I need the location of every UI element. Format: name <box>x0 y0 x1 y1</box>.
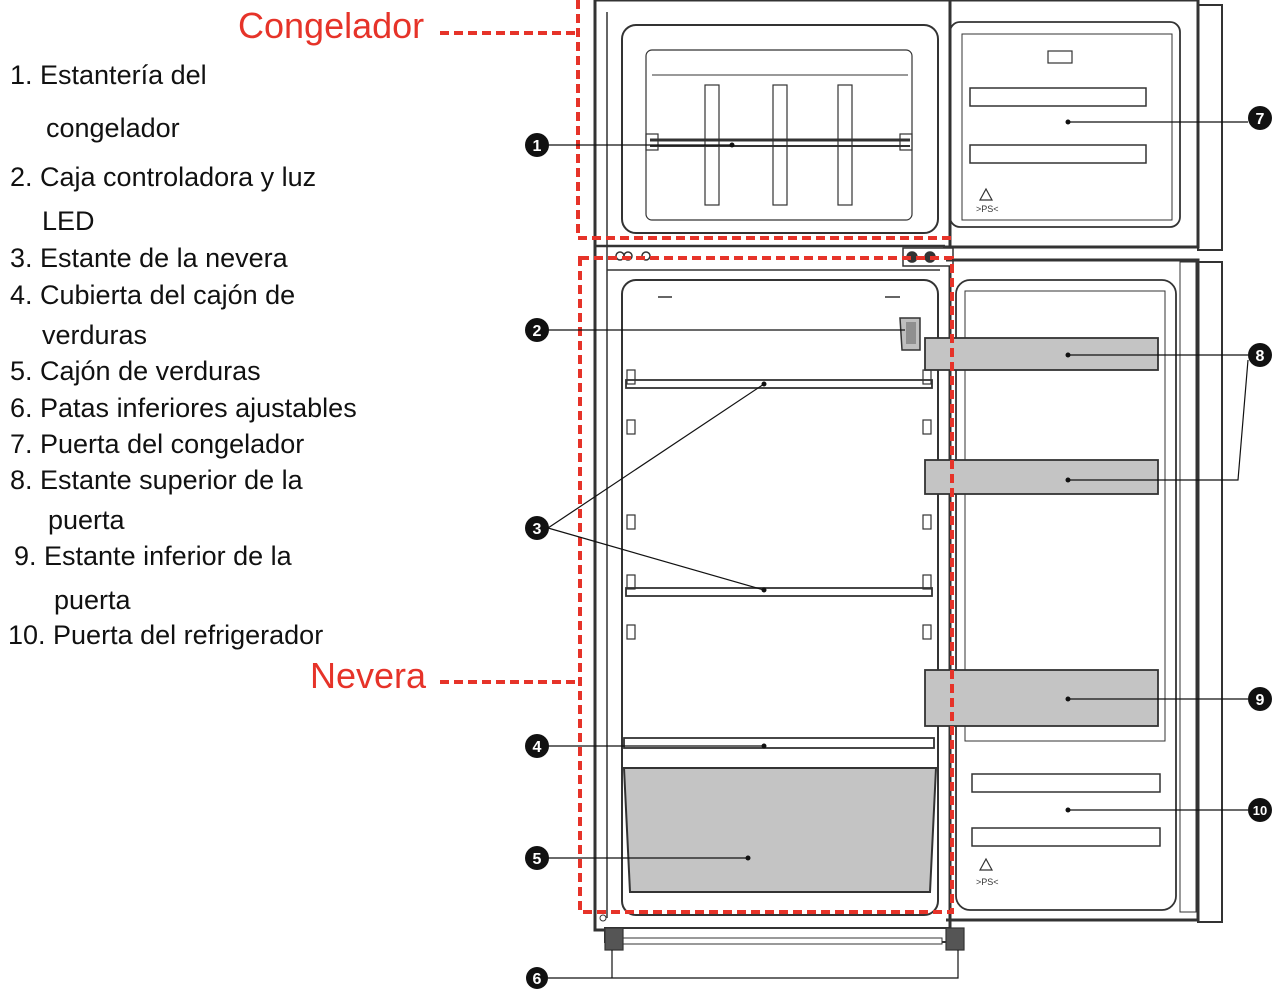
freezer-section-outline <box>576 0 952 240</box>
legend-item-5: 5. Cajón de verduras <box>10 356 261 386</box>
marker-10-label: 10 <box>1253 803 1267 818</box>
leader-3a <box>547 383 765 529</box>
marker-7-label: 7 <box>1256 111 1265 128</box>
fridge-section-title: Nevera <box>310 655 427 696</box>
freezer-compartment <box>621 24 939 234</box>
legend-item-8-line-1: 8. Estante superior de la <box>10 465 303 495</box>
adjustable-feet <box>604 927 965 951</box>
marker-3: 3 <box>525 516 549 540</box>
freezer-door-material-code: >PS< <box>976 204 999 214</box>
marker-7: 7 <box>1248 106 1272 130</box>
marker-4: 4 <box>525 734 549 758</box>
legend-item-9-line-2: puerta <box>54 585 131 615</box>
marker-6: 6 <box>526 967 548 989</box>
leader-6 <box>548 950 959 979</box>
marker-5-label: 5 <box>533 851 542 868</box>
legend-item-4-line-2: verduras <box>42 320 148 350</box>
legend-item-3: 3. Estante de la nevera <box>10 243 288 273</box>
legend-item-1-line-1: 1. Estantería del <box>10 60 207 90</box>
marker-1-label: 1 <box>533 138 542 155</box>
marker-10: 10 <box>1248 798 1272 822</box>
freezer-section-title: Congelador <box>238 5 425 46</box>
leader-3b <box>547 527 765 591</box>
legend-item-4-line-1: 4. Cubierta del cajón de <box>10 280 296 310</box>
marker-2-label: 2 <box>533 323 542 340</box>
marker-1: 1 <box>525 133 549 157</box>
marker-4-label: 4 <box>533 739 542 756</box>
fridge-compartment <box>621 279 939 916</box>
legend-item-6: 6. Patas inferiores ajustables <box>10 393 357 423</box>
marker-8-label: 8 <box>1256 348 1265 365</box>
marker-2: 2 <box>525 318 549 342</box>
legend-item-1-line-2: congelador <box>46 113 180 143</box>
marker-8: 8 <box>1248 343 1272 367</box>
legend-item-8-line-2: puerta <box>48 505 125 535</box>
marker-3-label: 3 <box>533 521 542 538</box>
crisper-drawer <box>622 767 938 893</box>
fridge-section-outline <box>578 256 954 914</box>
legend-item-9-line-1: 9. Estante inferior de la <box>14 541 292 571</box>
legend-item-10: 10. Puerta del refrigerador <box>8 620 324 650</box>
marker-5: 5 <box>525 846 549 870</box>
marker-6-label: 6 <box>533 971 542 988</box>
fridge-door <box>946 258 1223 923</box>
legend-item-2-line-1: 2. Caja controladora y luz <box>10 162 317 192</box>
door-shelves <box>924 337 1159 727</box>
leader-8 <box>1068 354 1249 481</box>
marker-9-label: 9 <box>1256 692 1265 709</box>
freezer-door <box>943 0 1223 251</box>
marker-9: 9 <box>1248 687 1272 711</box>
legend-item-2-line-2: LED <box>42 206 95 236</box>
fridge-door-material-code: >PS< <box>976 877 999 887</box>
legend-item-7: 7. Puerta del congelador <box>10 429 305 459</box>
